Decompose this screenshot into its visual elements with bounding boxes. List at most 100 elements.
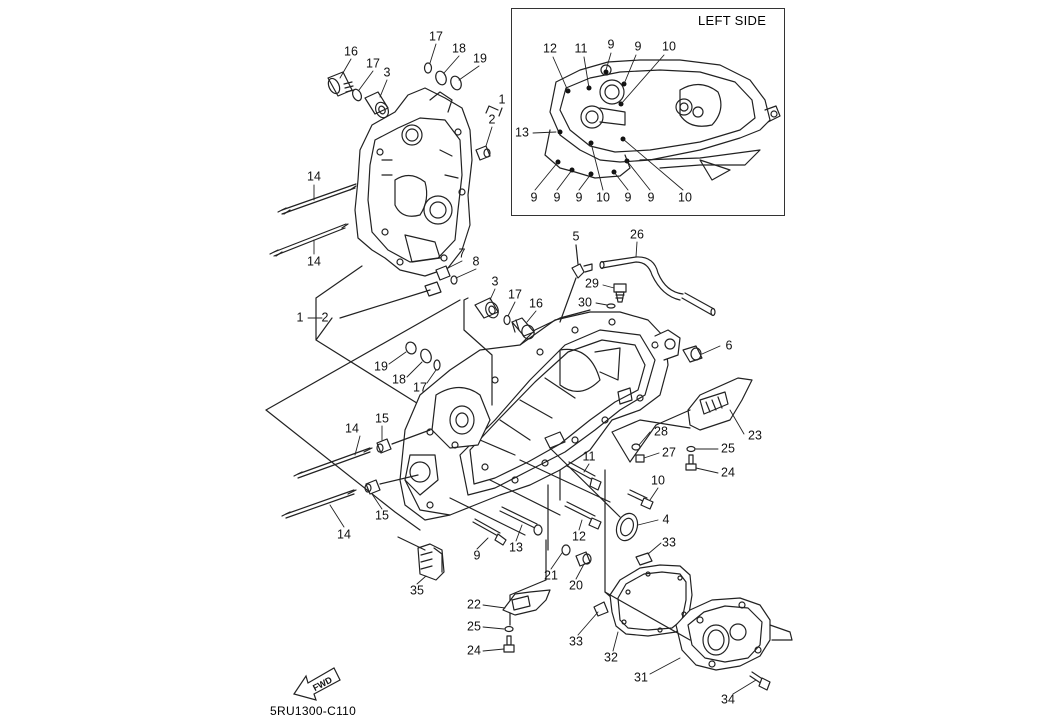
dowel-2-mid	[424, 281, 442, 297]
part-callout-number: 23	[748, 428, 762, 443]
part-callout-number: 15	[375, 411, 389, 426]
part-callout-number: 31	[634, 670, 648, 685]
part-callout-number: 20	[569, 578, 583, 593]
part-callout-number: 28	[654, 424, 668, 439]
part-callout-number: 15	[375, 508, 389, 523]
stud-bolt-14-lower-a	[293, 447, 373, 479]
o-ring-17-top-b	[423, 62, 433, 74]
part-callout-number: 21	[544, 568, 558, 583]
assembly-line-3-mid	[463, 297, 493, 406]
part-callout-number: 29	[585, 276, 599, 291]
stud-bolt-14-lower-b	[281, 489, 357, 519]
o-ring-17-top-a	[351, 88, 363, 102]
part-callout-number: 35	[410, 583, 424, 598]
part-callout-number: 24	[721, 465, 735, 480]
inset-callout-number: 9	[624, 190, 632, 205]
cover-23	[687, 377, 753, 431]
part-callout-number: 5	[572, 229, 580, 244]
assembly-line-14-lower	[265, 409, 421, 531]
bolt-34	[749, 671, 771, 691]
part-callout-number: 9	[473, 548, 481, 563]
part-callout-number: 14	[345, 421, 359, 436]
inset-title: LEFT SIDE	[698, 13, 767, 28]
bolt-28	[631, 443, 641, 451]
part-callout-number: 10	[651, 473, 665, 488]
seal-19-mid	[405, 341, 417, 355]
washer-21	[561, 544, 571, 556]
part-callout-number: 19	[374, 359, 388, 374]
part-callout-number: 26	[630, 227, 644, 242]
oil-strainer-cap-16-top	[327, 71, 355, 97]
part-callout-number: 7	[458, 246, 466, 261]
part-callout-number: 18	[452, 41, 466, 56]
bracket-1-2-top	[485, 105, 503, 117]
part-callout-number: 16	[344, 44, 358, 59]
washer-25-right	[686, 445, 696, 453]
assembly-line-31	[604, 591, 691, 641]
part-callout-number: 3	[383, 65, 391, 80]
damper-6	[682, 345, 703, 363]
part-callout-number: 13	[509, 540, 523, 555]
part-callout-number: 1	[296, 310, 304, 325]
leader-15	[379, 429, 431, 485]
inset-callout-number: 9	[647, 190, 655, 205]
dowel-2-top	[475, 145, 491, 161]
part-callout-number: 19	[473, 51, 487, 66]
part-callout-number: 3	[491, 274, 499, 289]
part-callout-number: 33	[662, 535, 676, 550]
part-callout-number: 27	[662, 445, 676, 460]
inset-callout-number: 12	[543, 41, 557, 56]
fwd-arrow-icon: FWD	[293, 667, 341, 701]
leader-5	[559, 244, 579, 323]
stud-bolt-14-top-a	[277, 183, 357, 215]
part-callout-number: 22	[467, 597, 481, 612]
bolt-24-lower	[503, 635, 515, 653]
collar-15-lower	[364, 479, 381, 495]
part-callout-number: 12	[572, 529, 586, 544]
gasket-30	[606, 303, 616, 309]
inset-callout-number: 11	[574, 41, 588, 56]
part-callout-number: 34	[721, 692, 735, 707]
part-callout-number: 32	[604, 650, 618, 665]
bolt-27	[635, 454, 645, 463]
cover-35	[417, 543, 445, 581]
part-callout-number: 2	[321, 310, 329, 325]
part-callout-number: 1	[498, 92, 506, 107]
leader-35	[397, 536, 426, 551]
part-callout-number: 17	[429, 29, 443, 44]
bolt-13	[499, 506, 543, 536]
o-ring-17-mid-b	[433, 359, 441, 371]
cover-22	[502, 589, 551, 616]
gasket-32	[609, 564, 693, 637]
part-callout-number: 18	[392, 372, 406, 387]
washer-25-lower	[504, 625, 514, 633]
bolt-24-right	[685, 454, 697, 471]
assembly-lines-center	[449, 447, 621, 626]
inset-callout-number: 9	[607, 37, 615, 52]
leader-23	[611, 409, 691, 463]
washer-18-mid	[420, 348, 432, 364]
collar-3-mid	[474, 297, 499, 319]
part-callout-number: 14	[307, 254, 321, 269]
bolt-20	[575, 551, 592, 567]
inset-callout-number: 13	[515, 125, 529, 140]
generator-cover-31	[675, 597, 793, 671]
oil-strainer-cap-16-mid	[511, 317, 535, 340]
left-crankcase-half	[399, 309, 681, 521]
part-callout-number: 17	[413, 380, 427, 395]
inset-callout-number: 10	[678, 190, 692, 205]
bolt-12	[564, 501, 602, 530]
part-callout-number: 30	[578, 295, 592, 310]
part-callout-number: 16	[529, 296, 543, 311]
inset-callout-number: 10	[662, 39, 676, 54]
inset-leader-lines	[532, 52, 684, 191]
drawing-code: 5RU1300-C110	[270, 704, 357, 718]
part-callout-number: 2	[488, 112, 496, 127]
assembly-line-1-2	[265, 265, 461, 411]
inset-callout-number: 9	[553, 190, 561, 205]
part-callout-number: 24	[467, 643, 481, 658]
left-side-inset-frame	[511, 8, 785, 216]
stud-bolt-14-top-b	[269, 223, 349, 257]
part-callout-number: 25	[467, 619, 481, 634]
